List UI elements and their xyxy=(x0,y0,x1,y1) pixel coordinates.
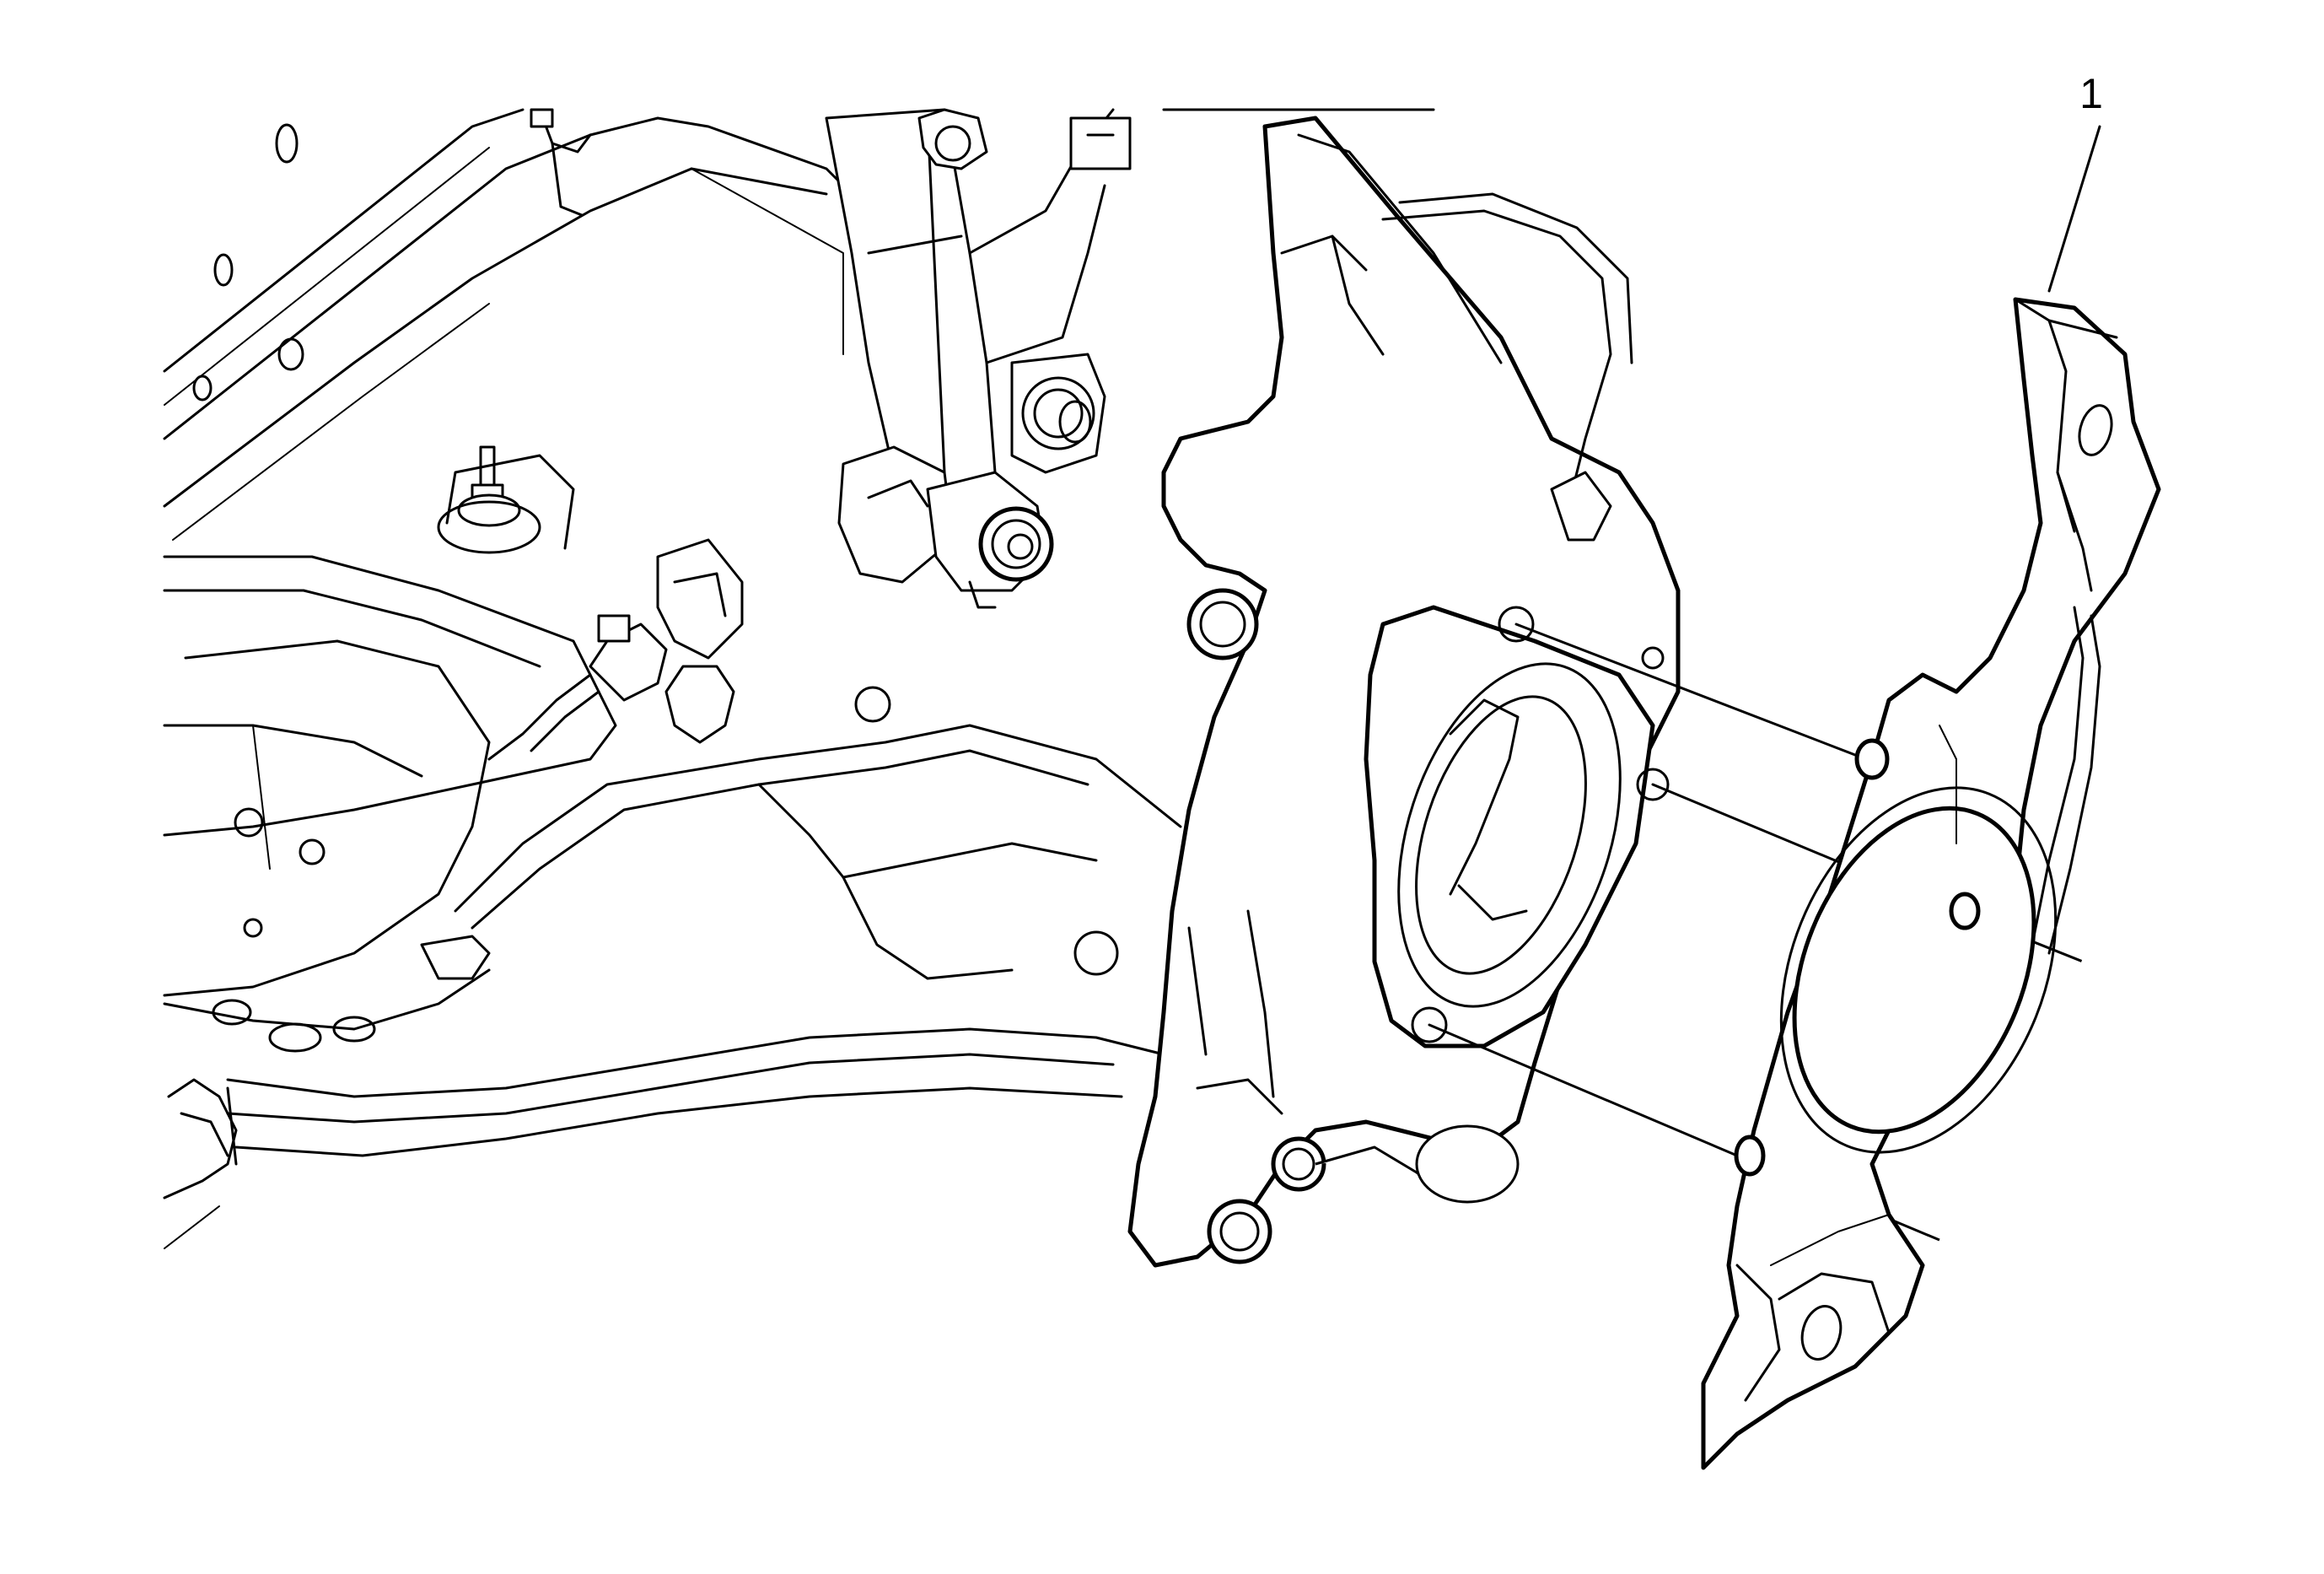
steering-knuckle xyxy=(1127,116,1681,1268)
lower-control-arm xyxy=(226,538,1182,1166)
brake-line-fitting xyxy=(487,614,668,761)
body-floor-pan xyxy=(163,108,1435,541)
splash-shield xyxy=(1701,297,2161,1470)
shock-absorber xyxy=(825,108,1132,491)
toe-link-bushing xyxy=(837,445,1054,609)
sensor-stud xyxy=(437,445,575,554)
frame-crossmember xyxy=(163,555,617,1249)
callout-number: 1 xyxy=(2079,70,2103,117)
callout-1: 1 xyxy=(2047,70,2103,293)
